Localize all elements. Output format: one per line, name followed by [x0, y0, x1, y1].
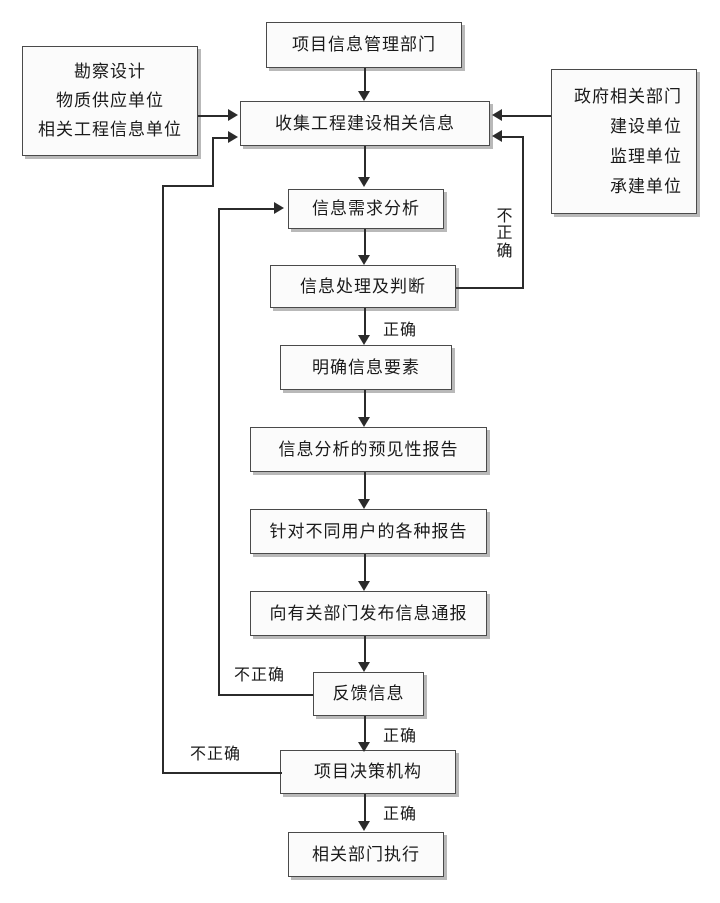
edge-label-correct-after-judge: 正确	[383, 322, 418, 339]
node-process-and-judge: 信息处理及判断	[270, 265, 456, 308]
node-label: 向有关部门发布信息通报	[269, 603, 468, 623]
edge-user-reports-to-publish	[364, 554, 366, 583]
arrowhead-down	[358, 662, 370, 672]
node-label-line-1: 勘察设计	[74, 62, 146, 82]
node-project-info-dept: 项目信息管理部门	[266, 22, 462, 68]
node-demand-analysis: 信息需求分析	[288, 189, 444, 229]
edge-feedback-loop-bottom	[218, 694, 313, 696]
node-government-sources: 政府相关部门 建设单位 监理单位 承建单位	[551, 69, 697, 214]
node-label: 相关部门执行	[312, 844, 420, 864]
arrowhead-down	[358, 499, 370, 509]
arrowhead-down	[358, 821, 370, 831]
node-user-reports: 针对不同用户的各种报告	[250, 509, 487, 554]
edge-label-incorrect-feedback: 不正确	[234, 667, 286, 684]
edge-decision-loop-top	[212, 137, 230, 139]
edge-process-to-clarify	[364, 308, 366, 337]
node-survey-design-sources: 勘察设计 物质供应单位 相关工程信息单位	[22, 46, 198, 156]
edge-label-correct-after-feedback: 正确	[383, 728, 418, 745]
arrowhead-down	[358, 335, 370, 345]
node-publish-bulletin: 向有关部门发布信息通报	[250, 591, 487, 636]
node-dept-execute: 相关部门执行	[288, 832, 444, 877]
edge-publish-to-feedback	[364, 636, 366, 664]
arrowhead-down	[358, 177, 370, 187]
node-label-line-3: 监理单位	[610, 146, 682, 166]
arrowhead-left	[492, 109, 502, 121]
edge-government-to-collect	[502, 115, 551, 117]
edge-project-dept-to-collect	[364, 68, 366, 93]
node-label: 信息需求分析	[312, 199, 420, 219]
edge-incorrect-loop-right	[522, 136, 524, 289]
node-label-line-1: 政府相关部门	[574, 86, 682, 106]
node-predictive-report: 信息分析的预见性报告	[250, 427, 487, 472]
node-label-line-2: 物质供应单位	[56, 91, 164, 111]
edge-decision-loop-mid	[162, 185, 214, 187]
edge-decision-loop-riser	[212, 137, 214, 187]
edge-feedback-loop-top	[218, 208, 276, 210]
node-label: 收集工程建设相关信息	[275, 113, 455, 133]
node-label: 项目决策机构	[314, 762, 422, 782]
arrowhead-down	[358, 255, 370, 265]
node-label: 反馈信息	[332, 684, 405, 704]
node-feedback-info: 反馈信息	[313, 672, 424, 716]
edge-label-correct-after-decision: 正确	[383, 806, 418, 823]
node-collect-info: 收集工程建设相关信息	[240, 101, 490, 146]
edge-label-incorrect-right: 不正确	[496, 208, 513, 260]
edge-feedback-loop-left	[218, 208, 220, 696]
node-label-line-4: 承建单位	[610, 176, 682, 196]
node-label: 明确信息要素	[312, 357, 420, 377]
arrowhead-right	[228, 109, 238, 121]
edge-decision-to-execute	[364, 794, 366, 823]
edge-label-incorrect-decision: 不正确	[190, 746, 242, 763]
node-label: 信息处理及判断	[300, 276, 426, 296]
arrowhead-down	[358, 581, 370, 591]
edge-demand-to-process	[364, 229, 366, 257]
node-label: 项目信息管理部门	[292, 35, 436, 55]
edge-decision-loop-bottom	[162, 772, 282, 774]
arrowhead-down	[358, 742, 370, 752]
arrowhead-down	[358, 417, 370, 427]
node-label: 信息分析的预见性报告	[278, 439, 459, 459]
node-label-line-2: 建设单位	[610, 116, 682, 136]
arrowhead-left	[492, 130, 502, 142]
node-clarify-elements: 明确信息要素	[280, 345, 452, 390]
node-decision-body: 项目决策机构	[280, 750, 456, 794]
edge-predictive-to-user-reports	[364, 472, 366, 501]
edge-decision-loop-left	[162, 185, 164, 774]
arrowhead-right	[274, 202, 284, 214]
edge-feedback-to-decision	[364, 716, 366, 744]
arrowhead-down	[358, 91, 370, 101]
edge-incorrect-loop-top	[502, 136, 524, 138]
edge-collect-to-demand	[364, 146, 366, 179]
edge-incorrect-loop-bottom	[456, 287, 524, 289]
edge-clarify-to-predictive	[364, 390, 366, 419]
node-label-line-3: 相关工程信息单位	[38, 120, 182, 140]
node-label: 针对不同用户的各种报告	[269, 521, 468, 541]
edge-survey-to-collect	[198, 115, 230, 117]
arrowhead-right	[228, 131, 238, 143]
